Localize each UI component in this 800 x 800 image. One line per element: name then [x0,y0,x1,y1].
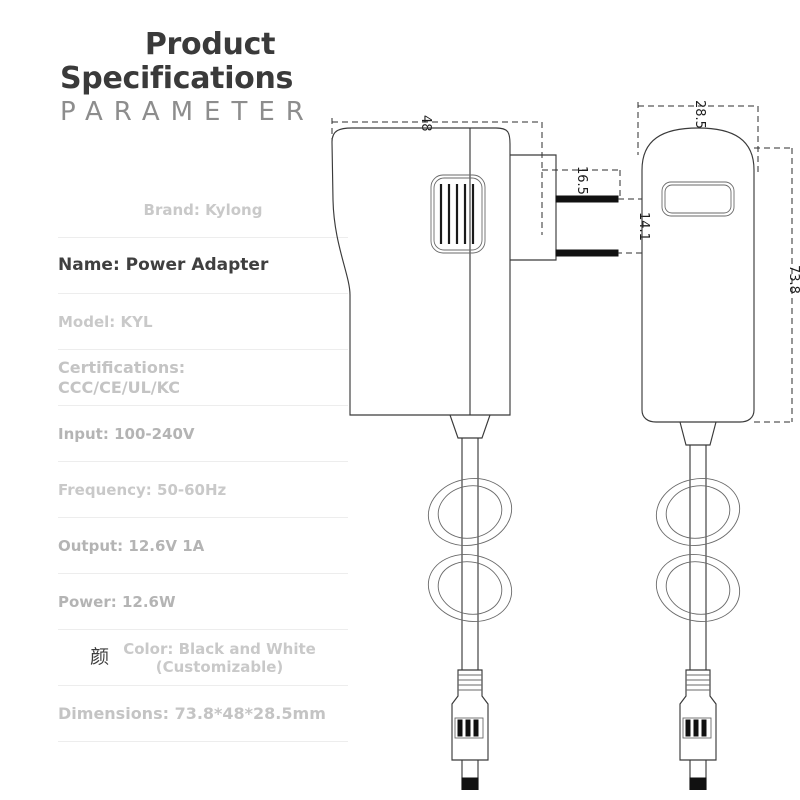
page-title-line1: Product [144,27,276,62]
front-view-group: 28.5 73.8 [637,100,800,790]
spec-row: Name: Power Adapter [58,238,348,294]
page-subtitle: PARAMETER [60,97,315,128]
prong-upper [555,195,619,203]
spec-label: Output: 12.6V 1A [58,536,205,555]
spec-label: Name: Power Adapter [58,255,269,276]
spec-row: Output: 12.6V 1A [58,518,348,574]
dim-label-48: 48 [418,115,433,132]
dim-label-14-1: 14.1 [636,212,651,241]
header-block: Product Specifications PARAMETER [60,28,360,127]
spec-row: Frequency: 50-60Hz [58,462,348,518]
spec-label: Certifications: CCC/CE/UL/KC [58,358,186,397]
spec-row: Model: KYL [58,294,348,350]
cable-loops-front [655,478,741,622]
dim-label-28-5: 28.5 [692,100,707,129]
spec-row: Power: 12.6W [58,574,348,630]
spec-label: Dimensions: 73.8*48*28.5mm [58,703,326,723]
spec-label: Power: 12.6W [58,592,176,611]
dim-label-16-5: 16.5 [574,166,589,195]
spec-row: Dimensions: 73.8*48*28.5mm [58,686,348,742]
spec-label: Color: Black and White (Customizable) [123,639,316,676]
cable-loops [427,478,513,622]
spec-label: Frequency: 50-60Hz [58,480,227,499]
spec-row: 颜 Color: Black and White (Customizable) [58,630,348,686]
side-view-group: 48 [331,115,651,790]
dim-label-73-8: 73.8 [786,265,800,294]
spec-label: Input: 100-240V [58,424,195,443]
spec-row: Certifications: CCC/CE/UL/KC [58,350,348,406]
vent-slots [439,184,475,244]
technical-drawings: 48 [310,60,800,790]
spec-label: Model: KYL [58,312,153,331]
color-cn-icon: 颜 [90,646,110,668]
spec-row: Brand: Kylong [58,182,348,238]
spec-row: Input: 100-240V [58,406,348,462]
dc-connector-front [679,669,717,790]
page-title-line2: Specifications [60,60,294,96]
dc-connector-side [451,669,489,790]
spec-label: Brand: Kylong [143,200,263,219]
prong-lower [555,249,619,257]
